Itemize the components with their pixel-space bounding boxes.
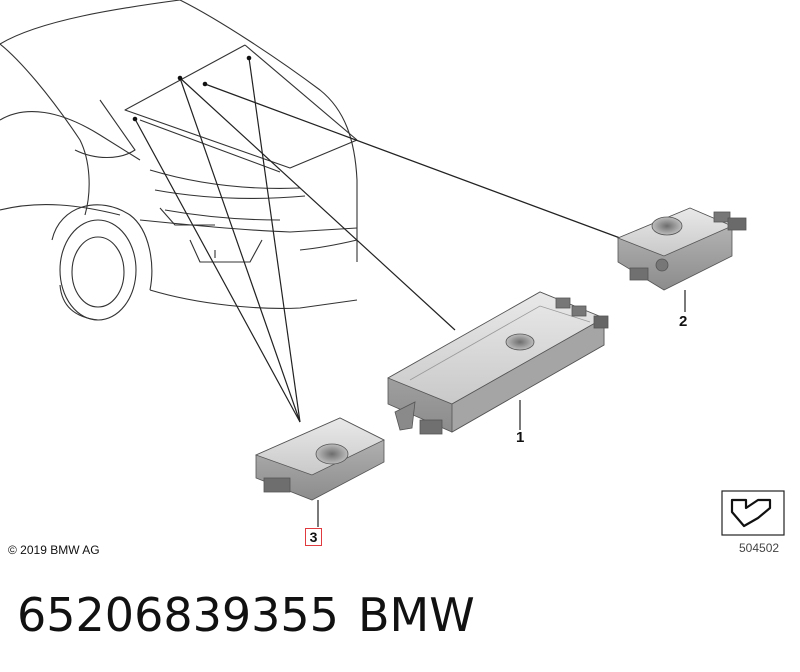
- leader-lines: [134, 57, 686, 527]
- callout-part-1: 1: [516, 429, 525, 446]
- figure-number: 504502: [739, 541, 780, 555]
- part-number-caption: 65206839355: [17, 588, 339, 642]
- navigation-arrow-icon: [721, 490, 785, 536]
- callout-part-3-highlighted[interactable]: 3: [305, 528, 322, 546]
- part-3-module: [254, 417, 385, 501]
- brand-caption: BMW: [358, 588, 475, 642]
- leader-dots: [132, 55, 252, 122]
- callout-part-2: 2: [679, 313, 688, 330]
- part-1-module: [387, 291, 609, 435]
- vehicle-outline: [0, 0, 358, 321]
- copyright-notice: © 2019 BMW AG: [8, 543, 100, 557]
- part-2-module: [616, 207, 747, 291]
